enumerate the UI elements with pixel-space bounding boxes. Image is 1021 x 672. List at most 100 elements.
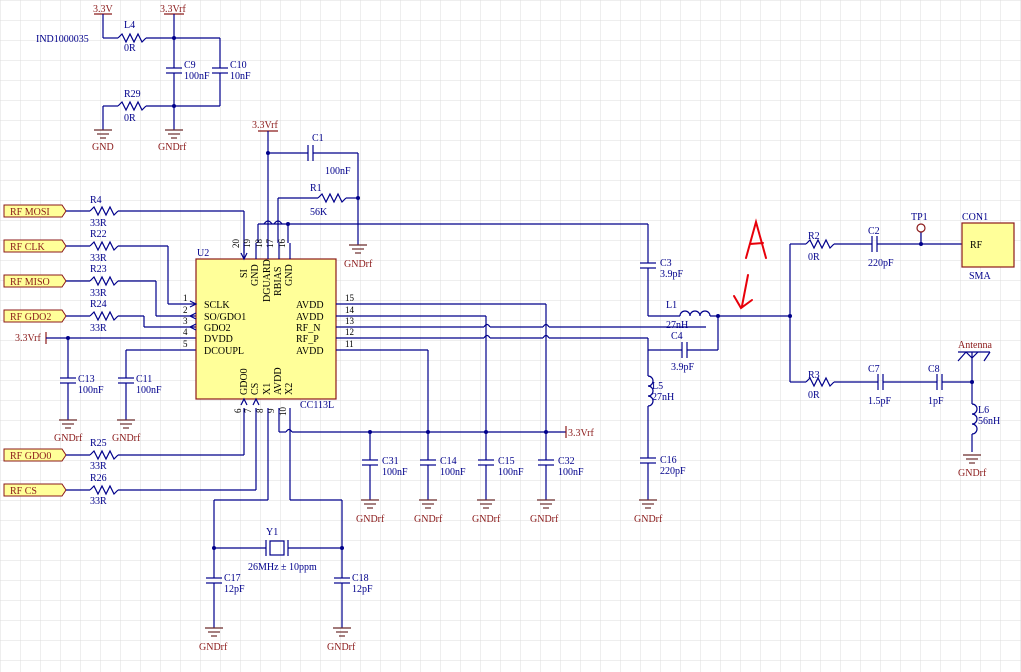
r25-ref: R25 (90, 438, 107, 449)
gndrf-label-top: GNDrf (158, 142, 187, 153)
pin-gnd-19: GND (250, 264, 261, 286)
pinnum-13: 13 (345, 316, 355, 326)
pinnum-16: 16 (277, 239, 287, 249)
pinnum-18: 18 (254, 239, 264, 249)
pinnum-3: 3 (183, 316, 188, 326)
annotation-marker (733, 218, 767, 310)
r29-val: 0R (124, 113, 136, 124)
r3-ref: R3 (808, 370, 820, 381)
pinnum-20: 20 (231, 239, 241, 249)
c11-val: 100nF (136, 385, 162, 396)
left-port-network: RF MOSI R4 33R RF CLK R22 33R RF MISO R2… (3, 195, 257, 507)
c11-ref: C11 (136, 374, 152, 385)
r24-ref: R24 (90, 299, 107, 310)
pinnum-7: 7 (243, 408, 253, 413)
pin-dguard: DGUARD (262, 259, 273, 302)
pinnum-1: 1 (183, 293, 188, 303)
pin-rbias: RBIAS (273, 267, 284, 296)
l5-ref: L5 (652, 381, 663, 392)
ind-note: IND1000035 (36, 34, 89, 45)
c1-ref: C1 (312, 133, 324, 144)
c7-ref: C7 (868, 364, 880, 375)
c10-ref: C10 (230, 60, 247, 71)
pin-avdd-9: AVDD (273, 367, 284, 395)
gndrf-label-c31: GNDrf (356, 514, 385, 525)
pin-rf-p: RF_P (296, 334, 319, 345)
l4-ref: L4 (124, 20, 135, 31)
u2-part: CC113L (300, 400, 334, 411)
pinnum-5: 5 (183, 339, 188, 349)
r3-val: 0R (808, 390, 820, 401)
c9-ref: C9 (184, 60, 196, 71)
con1-val: SMA (969, 271, 991, 282)
c15-val: 100nF (498, 467, 524, 478)
r26-val: 33R (90, 496, 107, 507)
l1-val: 27nH (666, 320, 688, 331)
r2-val: 0R (808, 252, 820, 263)
r1-val: 56K (310, 207, 328, 218)
pin-cs: CS (250, 383, 261, 395)
c32-ref: C32 (558, 456, 575, 467)
net-3v3rf-label-right: 3.3Vrf (568, 428, 594, 439)
gndrf-label-c17: GNDrf (199, 642, 228, 653)
pin-x1: X1 (262, 383, 273, 395)
c8-val: 1pF (928, 396, 944, 407)
pin-avdd-14: AVDD (296, 312, 324, 323)
pin-gdo0: GDO0 (239, 368, 250, 395)
antenna-label: Antenna (958, 340, 992, 351)
power-filter-section: 3.3V 3.3Vrf IND1000035 L4 0R C9 100nF C1… (36, 4, 251, 153)
net-3v3rf-label-top: 3.3Vrf (160, 4, 186, 15)
output-network: R2 0R C2 220pF TP1 RF CON1 SMA R3 0R C7 … (788, 212, 1015, 479)
r22-ref: R22 (90, 229, 107, 240)
gnd-label: GND (92, 142, 114, 153)
c32-val: 100nF (558, 467, 584, 478)
u2-ref: U2 (197, 248, 209, 259)
c10-val: 10nF (230, 71, 251, 82)
c2-val: 220pF (868, 258, 894, 269)
c4-ref: C4 (671, 331, 683, 342)
pinnum-17: 17 (265, 239, 275, 249)
net-3v3-label: 3.3V (93, 4, 114, 15)
gndrf-label-c18: GNDrf (327, 642, 356, 653)
port-rf-cs: RF CS (10, 486, 37, 497)
con1-ref: CON1 (962, 212, 988, 223)
net-3v3rf-label-left: 3.3Vrf (15, 333, 41, 344)
pin-avdd-15: AVDD (296, 300, 324, 311)
l5-val: 27nH (652, 392, 674, 403)
c16-ref: C16 (660, 455, 677, 466)
c7-val: 1.5pF (868, 396, 892, 407)
r24-val: 33R (90, 323, 107, 334)
r1-ref: R1 (310, 183, 322, 194)
r4-val: 33R (90, 218, 107, 229)
pinnum-12: 12 (345, 327, 354, 337)
pin-gnd-16: GND (284, 264, 295, 286)
pinnum-14: 14 (345, 305, 355, 315)
c13-val: 100nF (78, 385, 104, 396)
pin-so-gdo1: SO/GDO1 (204, 312, 246, 323)
pin-x2: X2 (284, 383, 295, 395)
port-rf-gdo0: RF GDO0 (10, 451, 51, 462)
c31-val: 100nF (382, 467, 408, 478)
l6-ref: L6 (978, 405, 989, 416)
c3-val: 3.9pF (660, 269, 684, 280)
gndrf-label-c15: GNDrf (472, 514, 501, 525)
c31-ref: C31 (382, 456, 399, 467)
pin-gdo2: GDO2 (204, 323, 231, 334)
l4-val: 0R (124, 43, 136, 54)
l1-ref: L1 (666, 300, 677, 311)
pin-avdd-11: AVDD (296, 346, 324, 357)
u2-chip: U2 CC113L SCLK SO/GDO1 GDO2 DVDD DCOUPL … (183, 239, 355, 417)
pin-dvdd: DVDD (204, 334, 233, 345)
pin-si: SI (239, 269, 250, 278)
c14-val: 100nF (440, 467, 466, 478)
l6-val: 56nH (978, 416, 1000, 427)
r25-val: 33R (90, 461, 107, 472)
c15-ref: C15 (498, 456, 515, 467)
r2-ref: R2 (808, 231, 820, 242)
c13-ref: C13 (78, 374, 95, 385)
c9-val: 100nF (184, 71, 210, 82)
pinnum-11: 11 (345, 339, 354, 349)
port-rf-gdo2: RF GDO2 (10, 312, 51, 323)
c17-val: 12pF (224, 584, 245, 595)
